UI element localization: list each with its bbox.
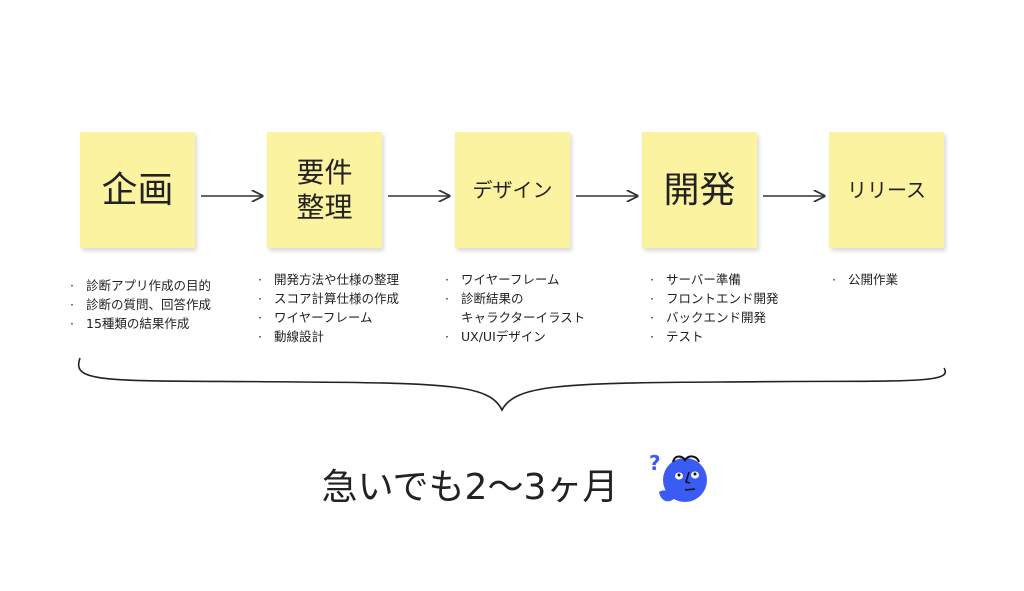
list-item: ·15種類の結果作成 [70,316,190,331]
list-item: ·スコア計算仕様の作成 [258,291,400,306]
list-item: ·開発方法や仕様の整理 [258,272,400,287]
task-list-planning: ·診断アプリ作成の目的 ·診断の質問、回答作成 ·15種類の結果作成 [70,276,211,333]
note-title: リリース [847,177,926,202]
sticky-note-design: デザイン [455,132,570,248]
list-item: ·診断の質問、回答作成 [70,297,212,312]
list-item: ·バックエンド開発 [650,310,767,325]
task-list-release: ·公開作業 [832,270,898,289]
list-item: ·動線設計 [258,329,325,344]
list-item: ·診断アプリ作成の目的 [70,278,212,293]
list-item: ·テスト [650,329,704,344]
list-item: ·UX/UIデザイン [445,329,546,344]
svg-text:?: ? [649,451,661,475]
task-list-design: ·ワイヤーフレーム ·診断結果の キャラクターイラスト ·UX/UIデザイン [445,270,585,346]
sticky-note-planning: 企画 [80,132,195,248]
sticky-note-development: 開発 [642,132,757,248]
thinking-face-icon: ? [649,451,707,502]
list-item: ·サーバー準備 [650,272,741,287]
note-title: 企画 [101,169,174,211]
note-title: デザイン [472,177,553,202]
sticky-note-release: リリース [829,132,944,248]
list-item: ·ワイヤーフレーム [445,272,560,287]
summary-text: 急いでも2〜3ヶ月 [321,467,619,508]
list-item: ·フロントエンド開発 [650,291,779,306]
curly-brace [77,357,947,412]
list-item: ·診断結果の キャラクターイラスト [445,291,586,325]
task-list-development: ·サーバー準備 ·フロントエンド開発 ·バックエンド開発 ·テスト [650,270,779,346]
note-title: 要件 整理 [296,156,353,224]
list-item: ·公開作業 [832,272,899,287]
note-title: 開発 [663,169,736,211]
list-item: ·ワイヤーフレーム [258,310,373,325]
task-list-requirements: ·開発方法や仕様の整理 ·スコア計算仕様の作成 ·ワイヤーフレーム ·動線設計 [258,270,399,346]
sticky-note-requirements: 要件 整理 [267,132,382,248]
